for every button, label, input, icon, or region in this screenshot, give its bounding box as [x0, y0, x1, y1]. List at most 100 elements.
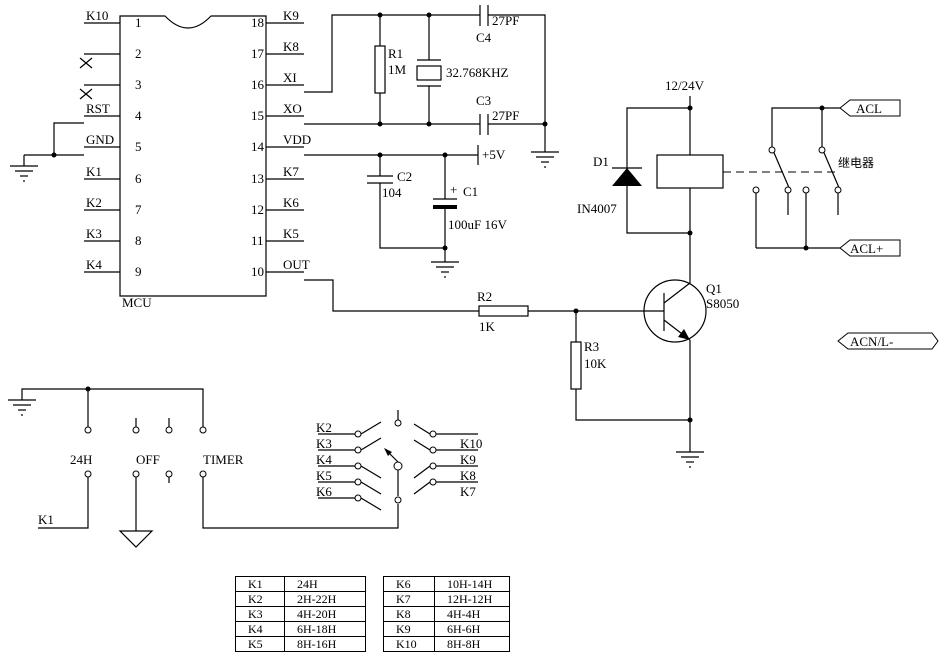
rotary-left-label: K2 — [316, 420, 332, 435]
mcu-pin-label: K3 — [86, 226, 102, 241]
timer-range-cell: 8H-16H — [284, 636, 366, 652]
rotary-contact — [354, 446, 362, 454]
mcu-pin-label: K1 — [86, 164, 102, 179]
mcu-pin-number: 13 — [251, 171, 264, 186]
c4-ref: C4 — [476, 30, 492, 45]
capacitor-c4 — [479, 5, 489, 26]
mcu-pin-number: 14 — [251, 139, 265, 154]
rotary-right-label: K7 — [460, 484, 476, 499]
mcu-pin-label: K8 — [283, 39, 299, 54]
mcu-pin-label: XI — [283, 70, 297, 85]
transistor-q1 — [643, 279, 707, 343]
timer-key-cell: K9 — [383, 621, 435, 637]
crystal — [416, 15, 442, 124]
c3-ref: C3 — [476, 93, 491, 108]
mcu-pin-number: 3 — [135, 77, 142, 92]
mcu-pin-number: 12 — [251, 202, 264, 217]
rst-gnd-wiring — [10, 122, 84, 182]
acl-plus-label: ACL+ — [850, 241, 883, 256]
rotary-wiper-lead — [413, 465, 431, 479]
relay-label: 继电器 — [838, 156, 874, 170]
timer-key-cell: K10 — [383, 636, 435, 652]
q1-value: S8050 — [706, 296, 739, 311]
r2-value: 1K — [479, 319, 496, 334]
mode-off-label: OFF — [136, 452, 160, 467]
mcu-pin-number: 9 — [135, 264, 142, 279]
rotary-wiper-lead — [360, 437, 382, 451]
acn-label: ACN/L- — [850, 334, 893, 349]
c1-polarity-plus: + — [450, 182, 457, 197]
r3-value: 10K — [584, 356, 607, 371]
rotary-right-label: K8 — [460, 468, 476, 483]
oscillator-circuit: 27PF C4 27PF C3 R1 1M — [304, 5, 559, 168]
q1-ref: Q1 — [706, 281, 722, 296]
nc-mark-pin3 — [79, 88, 93, 100]
mcu-pin-number: 5 — [135, 139, 142, 154]
acl-label: ACL — [856, 101, 882, 116]
r3-ref: R3 — [584, 339, 599, 354]
r1-value: 1M — [388, 62, 407, 77]
timer-range-cell: 6H-6H — [434, 621, 510, 637]
rotary-wiper-lead — [413, 481, 431, 495]
relay-coil — [656, 154, 724, 189]
timer-range-cell: 10H-14H — [434, 576, 510, 592]
c1-ref: C1 — [463, 184, 478, 199]
supply-label: 12/24V — [665, 78, 705, 93]
mcu-pin-label: GND — [86, 132, 114, 147]
vcc-5v-label: +5V — [482, 147, 506, 162]
mcu-pin-label: XO — [283, 101, 302, 116]
r2-ref: R2 — [477, 289, 492, 304]
timer-key-cell: K4 — [235, 621, 285, 637]
nc-mark-pin2 — [79, 57, 93, 69]
d1-value: IN4007 — [577, 201, 617, 216]
timer-range-cell: 24H — [284, 576, 366, 592]
rotary-contact — [354, 430, 362, 438]
rotary-left-label: K3 — [316, 436, 332, 451]
resistor-r1 — [374, 45, 386, 94]
mcu-pin-number: 7 — [135, 202, 142, 217]
mcu-pin-number: 17 — [251, 46, 265, 61]
rotary-wiper-lead — [360, 497, 382, 511]
output-driver: R2 1K R3 10K Q1 S8050 — [304, 279, 739, 468]
mcu-pin-label: K7 — [283, 164, 299, 179]
mcu-pin-label: K6 — [283, 195, 299, 210]
mcu-pin-label: K2 — [86, 195, 102, 210]
timer-range-cell: 12H-12H — [434, 591, 510, 607]
acn-port: ACN/L- — [837, 332, 939, 350]
rotary-wiper-lead — [360, 465, 382, 479]
timer-range-cell: 4H-20H — [284, 606, 366, 622]
rotary-contact — [354, 478, 362, 486]
mcu-pin-number: 8 — [135, 233, 142, 248]
mcu-pin-label: RST — [86, 101, 110, 116]
relay-section: 12/24V D1 IN4007 继电器 — [577, 78, 939, 350]
relay-contacts — [752, 105, 842, 251]
rotary-right-label: K10 — [460, 436, 482, 451]
rotary-contact — [429, 430, 437, 438]
rotary-contact — [354, 462, 362, 470]
timer-key-cell: K8 — [383, 606, 435, 622]
diode-d1 — [612, 167, 642, 186]
capacitor-c2 — [367, 175, 393, 184]
timer-range-cell: 8H-8H — [434, 636, 510, 652]
vdd-supply: +5V C2 104 + C1 100uF 16V — [304, 145, 507, 278]
timer-key-cell: K6 — [383, 576, 435, 592]
rotary-wiper-lead — [413, 423, 431, 435]
acl-port: ACL — [839, 99, 901, 117]
r1-ref: R1 — [388, 46, 403, 61]
rotary-right-label: K9 — [460, 452, 476, 467]
timer-range-cell: 4H-4H — [434, 606, 510, 622]
